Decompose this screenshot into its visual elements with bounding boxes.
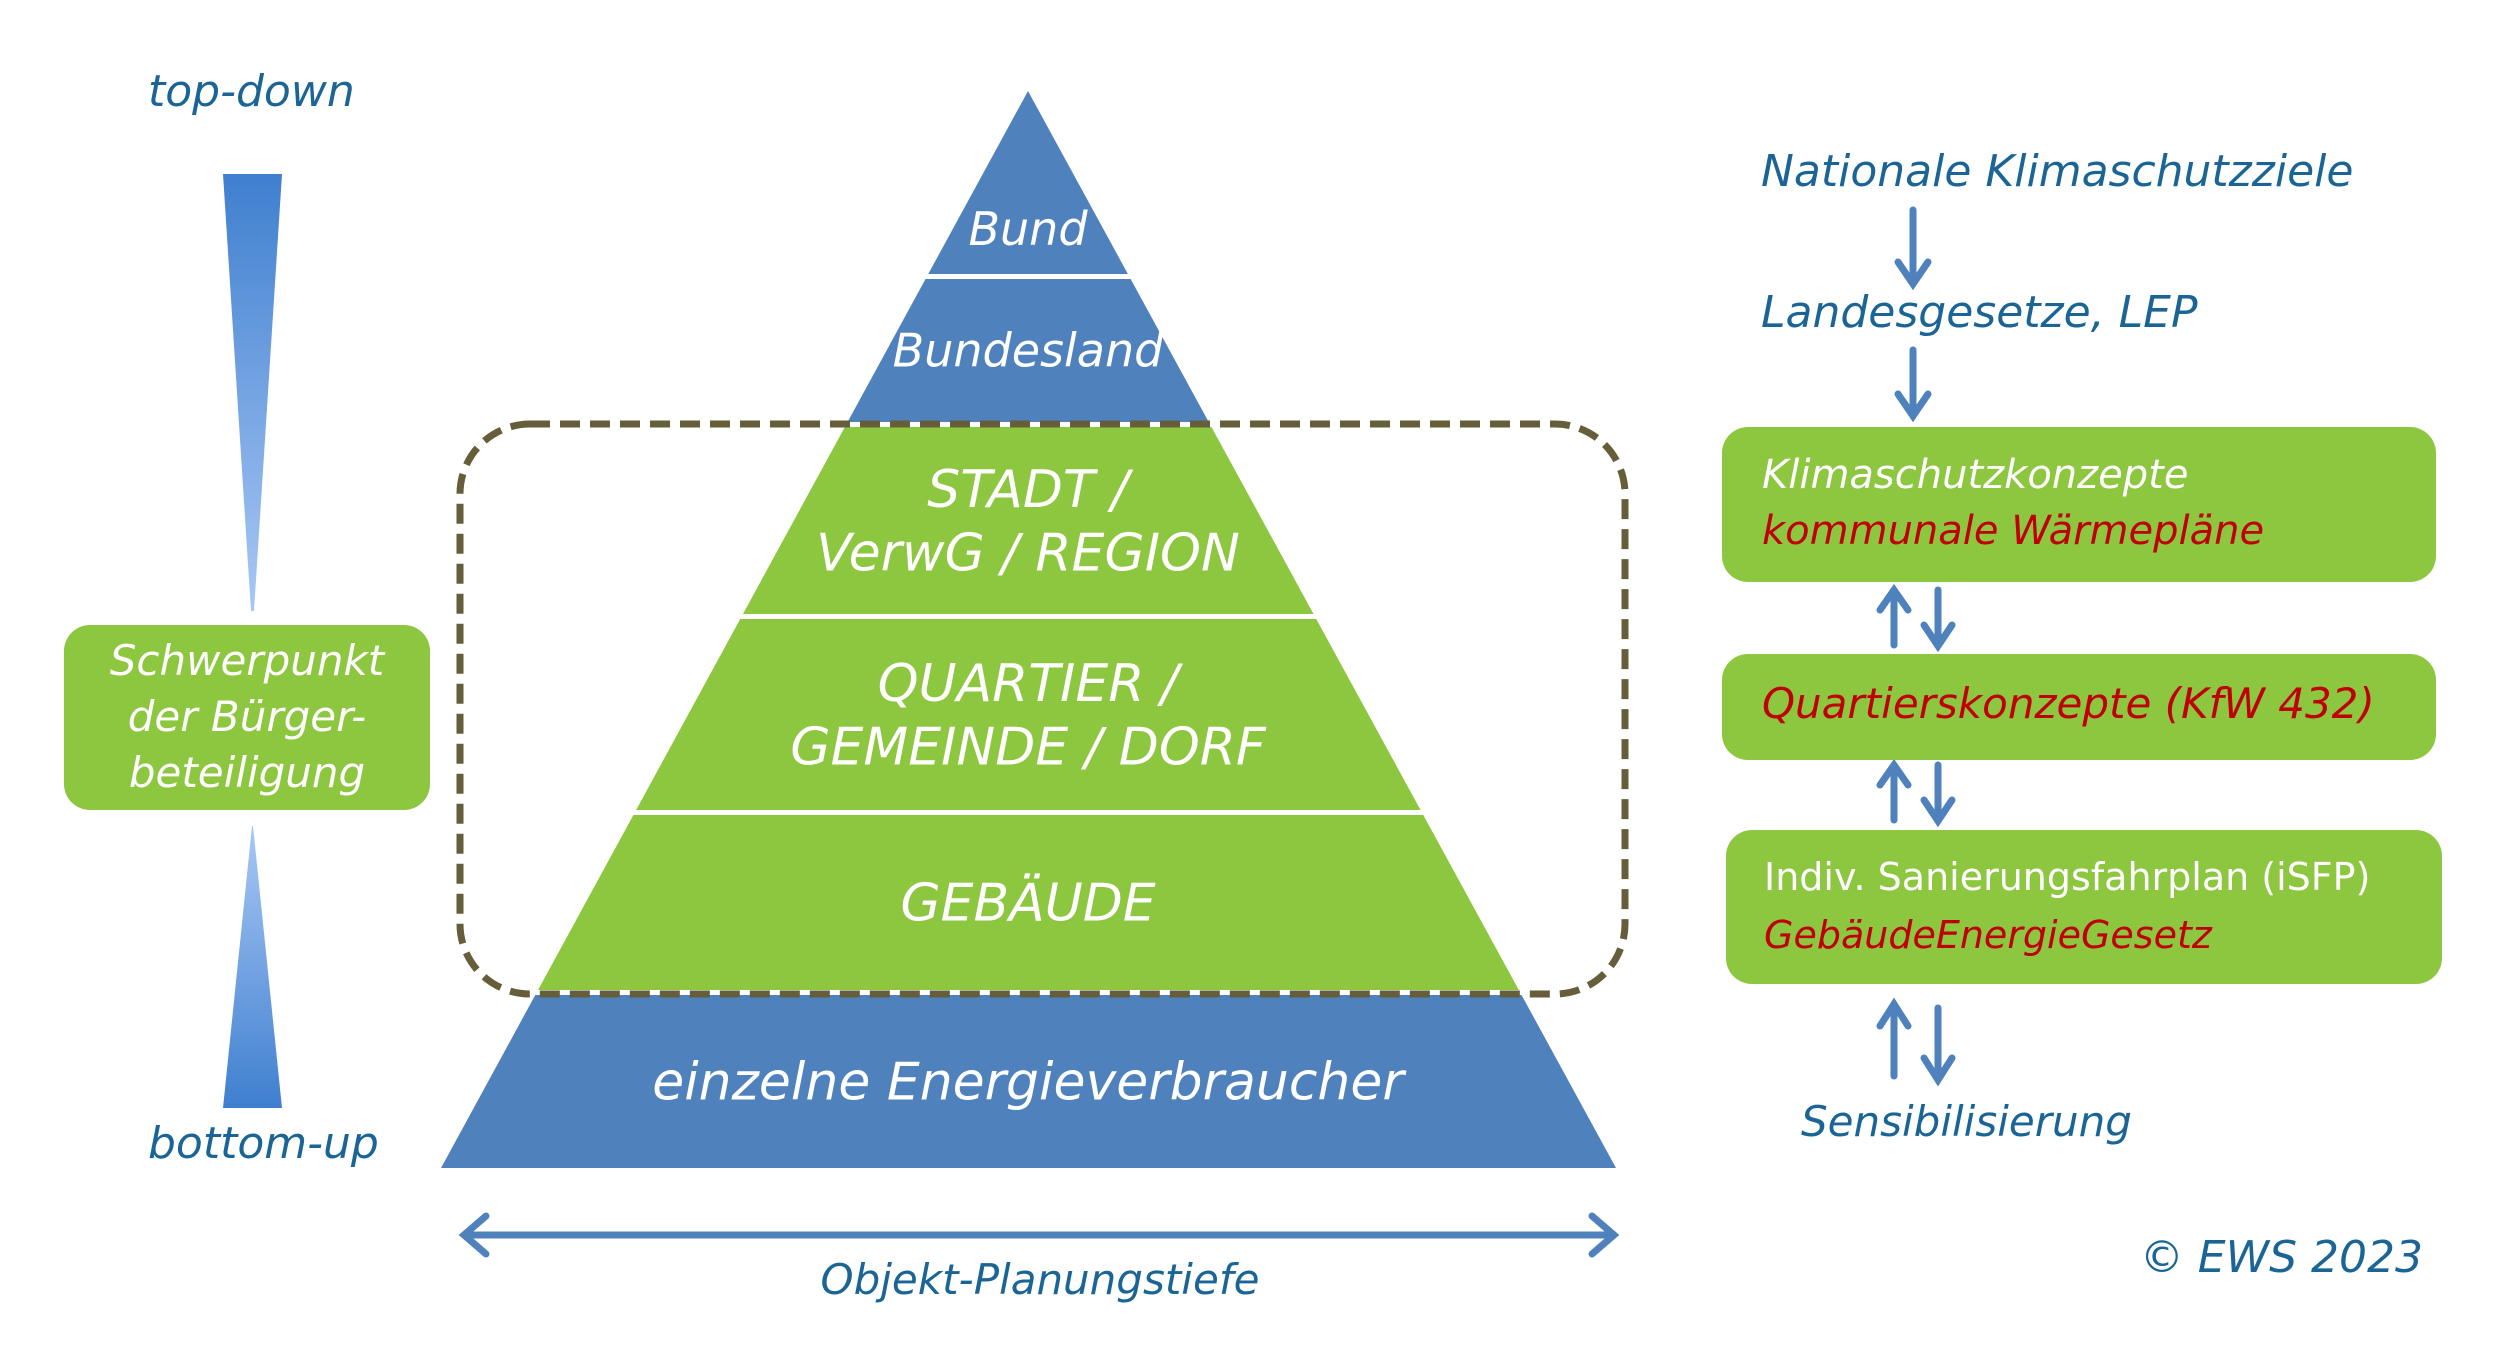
pyramid-label-quartier-gemeinde-dorf-line-2: GEMEINDE / DORF [790,717,1267,777]
arrow-down-state-to-concepts-icon [1894,346,1932,423]
arrows-updown-2-icon [1876,758,1956,828]
pyramid-level-gebaeude [538,815,1519,990]
building-renovation-box: Indiv. Sanierungsfahrplan (iSFP) Gebäude… [1726,830,2442,984]
pyramid-label-bundesland: Bundesland [893,324,1164,378]
top-down-wedge-icon [223,174,282,611]
focus-box-line-3: beteiligung [128,748,366,797]
national-climate-goals-label: Nationale Klimaschutzziele [1761,146,2354,197]
pyramid-label-gebaeude: GEBÄUDE [900,873,1155,934]
pyramid-level-bund [928,91,1128,274]
bottom-up-wedge-icon [223,826,282,1108]
pyramid-label-quartier-gemeinde-dorf-line-1: QUARTIER / [878,654,1184,714]
awareness-label: Sensibilisierung [1801,1097,2132,1146]
planning-depth-label: Objekt-Planungstiefe [820,1255,1260,1304]
climate-concepts-box: Klimaschutzkonzepte kommunale Wärmepläne [1722,427,2436,582]
focus-box-line-2: der Bürger- [127,692,367,741]
planning-depth-double-arrow-icon [458,1212,1620,1258]
copyright-label: © EWS 2023 [2139,1232,2423,1283]
district-concepts-box: Quartierskonzepte (KfW 432) [1722,654,2436,760]
focus-box-line-1: Schwerpunkt [109,636,385,685]
arrows-updown-1-icon [1876,583,1956,653]
pyramid-level-bundesland [847,279,1209,422]
pyramid-label-stadt-region-line-2: VerwG / REGION [816,523,1240,583]
pyramid-label-einzelne-energieverbraucher: einzelne Energieverbraucher [652,1053,1407,1113]
renovation-roadmap-label: Indiv. Sanierungsfahrplan (iSFP) [1764,855,2371,899]
pyramid-label-bund: Bund [968,202,1088,256]
pyramid-level-stadt-region [742,427,1314,614]
arrows-updown-3-icon [1876,997,1956,1087]
participation-focus-frame [456,420,1629,998]
pyramid-level-einzelne-energieverbraucher [441,995,1616,1168]
state-laws-label: Landesgesetze, LEP [1761,287,2198,338]
citizen-participation-focus-box: Schwerpunkt der Bürger- beteiligung [64,625,430,810]
district-concepts-label: Quartierskonzepte (KfW 432) [1762,679,2375,728]
municipal-heat-plans-label: kommunale Wärmepläne [1762,508,2265,554]
arrow-down-national-to-state-icon [1894,206,1932,291]
bottom-up-label: bottom-up [148,1118,379,1169]
top-down-label: top-down [148,66,355,117]
pyramid-level-quartier-gemeinde-dorf [636,619,1421,810]
climate-concepts-label: Klimaschutzkonzepte [1762,452,2189,498]
pyramid-label-stadt-region-line-1: STADT / [927,460,1134,520]
building-energy-act-label: GebäudeEnergieGesetz [1764,913,2212,957]
